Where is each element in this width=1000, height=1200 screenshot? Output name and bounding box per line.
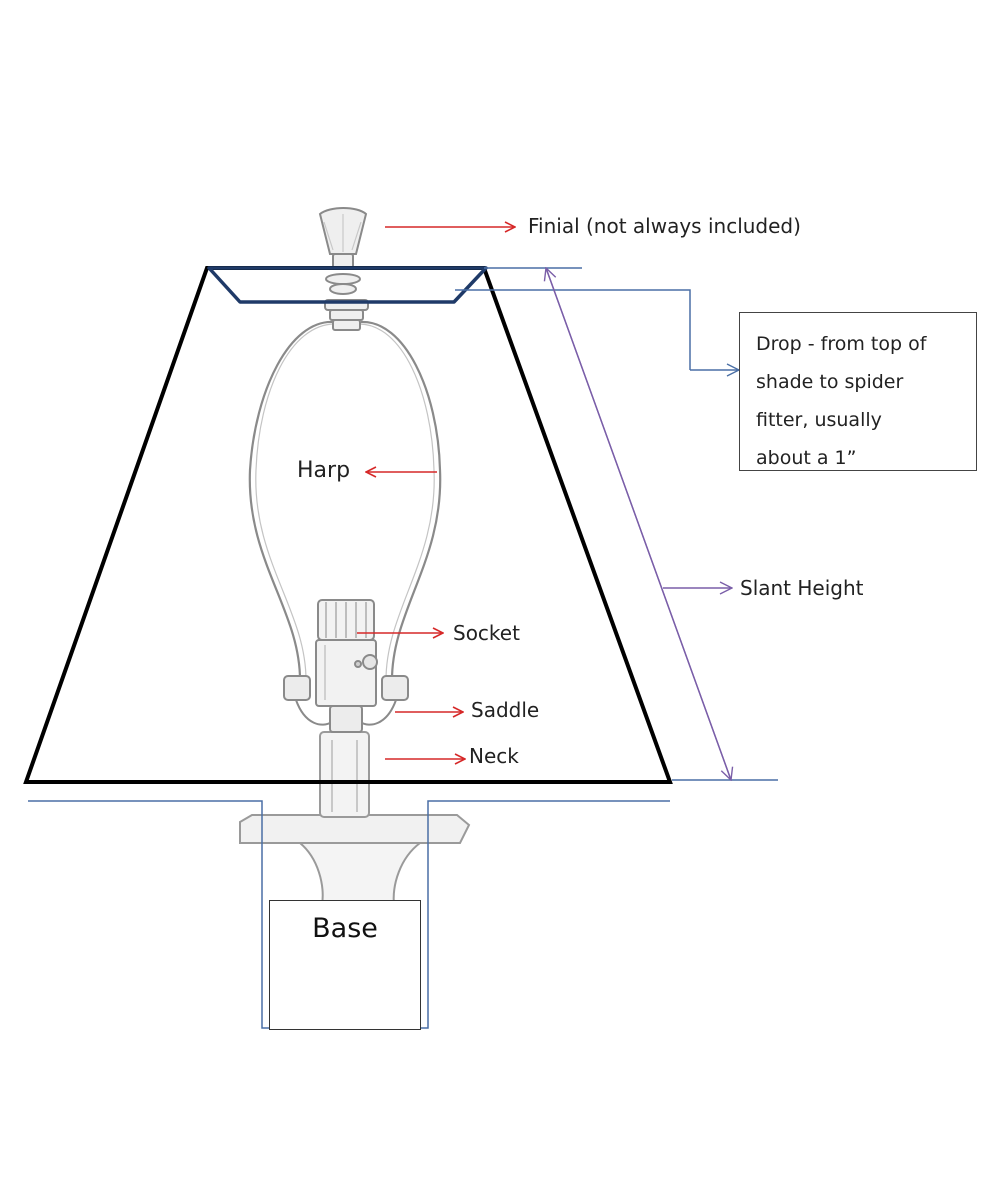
slant-height-label: Slant Height: [740, 576, 864, 600]
drop-description-box: Drop - from top of shade to spider fitte…: [739, 312, 977, 471]
red-pointer-arrows: [357, 227, 515, 759]
lamp-base-sketch: [239, 814, 471, 906]
harp-sketch: [248, 320, 442, 700]
slant-height-measure: [546, 268, 778, 780]
saddle-label: Saddle: [471, 698, 540, 722]
drop-text-line-1: Drop - from top of: [756, 333, 927, 355]
base-label: Base: [312, 913, 378, 944]
harp-top-fitting: [324, 299, 369, 331]
finial-label: Finial (not always included): [528, 214, 801, 238]
socket-sketch: [315, 599, 378, 707]
neck-label: Neck: [469, 744, 519, 768]
drop-measure-lines: [455, 267, 739, 370]
saddle-sketch: [283, 675, 409, 733]
drop-text-line-4: about a 1”: [756, 447, 857, 469]
drop-text-line-3: fitter, usually: [756, 409, 882, 431]
base-label-box: Base: [269, 900, 421, 1030]
finial-sketch: [318, 207, 368, 295]
lamp-neck-sketch: [319, 731, 370, 818]
spider-fitter: [207, 266, 488, 304]
socket-label: Socket: [453, 621, 520, 645]
harp-label: Harp: [297, 458, 351, 483]
drop-text-line-2: shade to spider: [756, 371, 904, 393]
